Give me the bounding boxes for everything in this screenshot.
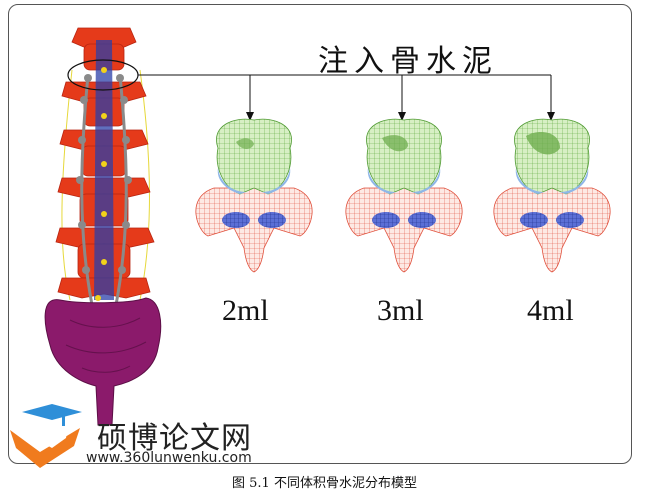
figure-heading: 注入骨水泥 xyxy=(318,44,498,79)
volume-label-3ml: 3ml xyxy=(377,294,424,327)
figure-caption: 图 5.1 不同体积骨水泥分布模型 xyxy=(232,476,417,491)
volume-label-2ml: 2ml xyxy=(222,294,269,327)
vertebra-model-2ml xyxy=(195,118,313,273)
vertebra-model-3ml xyxy=(345,118,463,273)
spine-model xyxy=(44,27,162,426)
watermark-site-name: 硕博论文网 xyxy=(97,421,252,456)
vertebra-model-4ml xyxy=(493,118,611,273)
volume-label-4ml: 4ml xyxy=(527,294,574,327)
watermark-url: www.360lunwenku.com xyxy=(86,450,252,466)
watermark-logo-icon xyxy=(10,404,82,468)
connector-lines xyxy=(67,59,555,121)
